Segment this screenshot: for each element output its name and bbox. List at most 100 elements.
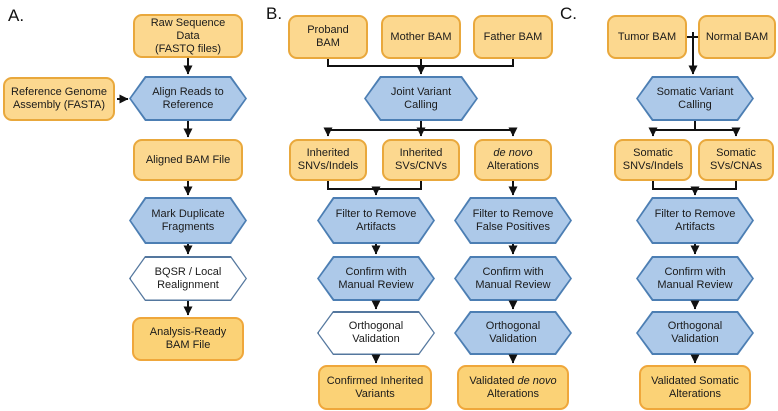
node-analysis-ready-bam: Analysis-Ready BAM File xyxy=(132,317,244,361)
node-label: SNVs/Indels xyxy=(622,160,684,172)
node-label: Align Reads to xyxy=(152,85,224,98)
hexagon-shape xyxy=(454,256,572,301)
node-tumor-bam: Tumor BAM xyxy=(607,15,687,59)
node-label: Raw Sequence Data xyxy=(150,16,226,42)
node-label: Orthogonal xyxy=(485,320,541,332)
node-father-bam: Father BAM xyxy=(473,15,553,59)
node-label: Proband BAM xyxy=(307,24,349,49)
node-label: Artifacts xyxy=(675,220,715,233)
node-label: Aligned BAM File xyxy=(145,153,231,166)
node-label: Validated xyxy=(469,374,515,387)
node-label: Orthogonal xyxy=(348,320,404,332)
node-mother-bam: Mother BAM xyxy=(381,15,461,59)
node-label: False Positives xyxy=(476,220,550,233)
hexagon-shape xyxy=(317,311,435,355)
node-somatic-svs-cnas: Somatic SVs/CNAs xyxy=(698,139,774,181)
node-orthogonal-validation-b-left: Orthogonal Validation xyxy=(317,311,435,355)
node-label: Variants xyxy=(355,387,395,400)
node-label: Somatic xyxy=(716,147,756,159)
node-inherited-snvs-indels: Inherited SNVs/Indels xyxy=(289,139,367,181)
node-label: (FASTQ files) xyxy=(154,42,221,55)
node-label: Reference xyxy=(162,98,214,111)
node-label: Confirm with xyxy=(345,265,407,278)
node-de-novo-alterations: de novo Alterations xyxy=(474,139,552,181)
node-label: Somatic Variant xyxy=(656,85,734,98)
node-label: Tumor BAM xyxy=(617,30,677,43)
node-label: Confirm with xyxy=(482,265,544,278)
hexagon-shape xyxy=(364,76,478,121)
panel-c-label: C. xyxy=(560,4,577,23)
italic-text: de novo xyxy=(493,147,533,159)
node-label: Father BAM xyxy=(483,30,543,43)
node-filter-artifacts-c: Filter to Remove Artifacts xyxy=(636,197,754,244)
hexagon-shape xyxy=(636,311,754,355)
node-label: Artifacts xyxy=(356,220,396,233)
node-label: SVs/CNVs xyxy=(395,160,447,172)
node-label: Inherited xyxy=(399,147,443,159)
node-normal-bam: Normal BAM xyxy=(698,15,776,59)
hexagon-shape xyxy=(636,76,754,121)
node-label: Orthogonal xyxy=(667,320,723,332)
node-align-reads: Align Reads to Reference xyxy=(129,76,247,121)
node-label: Manual Review xyxy=(338,278,414,291)
hexagon-shape xyxy=(129,76,247,121)
node-aligned-bam: Aligned BAM File xyxy=(133,139,243,181)
node-label: Inherited xyxy=(306,147,350,159)
node-label: BQSR / Local xyxy=(154,265,222,278)
node-label: Somatic xyxy=(633,147,673,159)
node-label: Alterations xyxy=(669,387,721,400)
node-inherited-svs-cnvs: Inherited SVs/CNVs xyxy=(382,139,460,181)
hexagon-shape xyxy=(129,197,247,244)
italic-text: de novo xyxy=(517,374,557,387)
node-label: Calling xyxy=(678,98,712,111)
panel-a-label: A. xyxy=(8,6,25,25)
node-mark-duplicates: Mark Duplicate Fragments xyxy=(129,197,247,244)
node-label: Mark Duplicate xyxy=(151,207,225,220)
node-validated-de-novo-alterations: Validated de novo Alterations xyxy=(457,365,569,410)
node-orthogonal-validation-c: Orthogonal Validation xyxy=(636,311,754,355)
node-label: Validated Somatic xyxy=(651,374,739,387)
node-joint-variant-calling: Joint Variant Calling xyxy=(364,76,478,121)
node-reference-genome: Reference Genome Assembly (FASTA) xyxy=(3,77,115,121)
node-somatic-variant-calling: Somatic Variant Calling xyxy=(636,76,754,121)
node-somatic-snvs-indels: Somatic SNVs/Indels xyxy=(614,139,692,181)
node-label: Validation xyxy=(671,333,719,345)
node-bqsr-realignment: BQSR / Local Realignment xyxy=(129,256,247,301)
node-label: Validated de novo xyxy=(469,375,556,388)
node-label: Realignment xyxy=(157,278,219,291)
hexagon-shape xyxy=(636,197,754,244)
node-label: Confirm with xyxy=(664,265,726,278)
hexagon-shape xyxy=(636,256,754,301)
node-label: Calling xyxy=(404,98,438,111)
node-label: SVs/CNAs xyxy=(710,160,762,172)
node-label: Filter to Remove xyxy=(335,207,417,220)
node-confirmed-inherited-variants: Confirmed Inherited Variants xyxy=(318,365,432,410)
node-filter-artifacts-b: Filter to Remove Artifacts xyxy=(317,197,435,244)
node-label: Filter to Remove xyxy=(472,207,554,220)
node-label: SNVs/Indels xyxy=(297,160,359,172)
node-label: Reference Genome xyxy=(11,86,107,98)
node-label: de novo xyxy=(493,147,532,160)
hexagon-shape xyxy=(317,256,435,301)
node-label: Validation xyxy=(489,333,537,345)
node-confirm-manual-review-b-right: Confirm with Manual Review xyxy=(454,256,572,301)
node-label: Filter to Remove xyxy=(654,207,736,220)
node-confirm-manual-review-b-left: Confirm with Manual Review xyxy=(317,256,435,301)
node-label: Normal BAM xyxy=(705,30,769,43)
hexagon-shape xyxy=(454,311,572,355)
node-label: Confirmed Inherited xyxy=(326,374,424,387)
panel-b-label: B. xyxy=(266,4,283,23)
node-label: Fragments xyxy=(161,220,215,233)
node-label: Mother BAM xyxy=(390,30,452,43)
node-confirm-manual-review-c: Confirm with Manual Review xyxy=(636,256,754,301)
node-label: Assembly (FASTA) xyxy=(12,99,106,111)
node-label: Manual Review xyxy=(475,278,551,291)
hexagon-shape xyxy=(454,197,572,244)
node-validated-somatic-alterations: Validated Somatic Alterations xyxy=(639,365,751,410)
node-label: Analysis-Ready xyxy=(149,326,227,338)
node-label: BAM File xyxy=(165,339,211,351)
node-filter-false-positives: Filter to Remove False Positives xyxy=(454,197,572,244)
hexagon-shape xyxy=(129,256,247,301)
node-proband-bam: Proband BAM xyxy=(288,15,368,59)
